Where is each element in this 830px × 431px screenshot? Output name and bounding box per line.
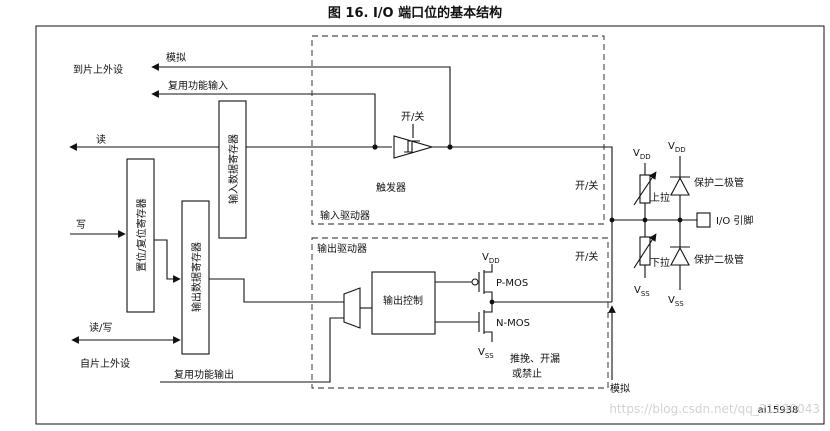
input-driver-label: 输入驱动器	[320, 209, 370, 222]
pulldown-label: 下拉	[650, 256, 670, 269]
pulldown-resistor-icon	[633, 233, 657, 269]
pullup-switch-label: 开/关	[575, 179, 598, 192]
nmos-label: N-MOS	[496, 318, 530, 329]
analog-bottom-label: 模拟	[610, 382, 630, 395]
vdd-diode-label: VDD	[668, 141, 686, 154]
output-node-dot	[489, 299, 495, 305]
alt-input-line	[151, 90, 376, 147]
pulldown-switch-label: 开/关	[575, 250, 598, 263]
push-pull-label: 推挽、开漏	[510, 352, 560, 365]
output-data-register-label: 输出数据寄存器	[190, 242, 203, 312]
analog-input-line	[151, 63, 451, 147]
analog-top-label: 模拟	[166, 51, 186, 64]
alt-output-line	[160, 317, 344, 383]
input-data-register-label: 输入数据寄存器	[227, 134, 240, 204]
diagram-title: 图 16. I/O 端口位的基本结构	[328, 5, 502, 21]
protection-diode-bottom-icon	[670, 246, 690, 266]
input-driver-region	[311, 35, 605, 225]
odr-to-mux-line	[209, 278, 344, 303]
bit-set-reset-register	[126, 158, 155, 313]
reference-code: ai15938	[758, 405, 799, 416]
pmos-transistor-icon	[435, 264, 493, 302]
junction-dot	[447, 144, 453, 150]
schmitt-trigger-icon	[393, 124, 434, 159]
trigger-label: 触发器	[376, 181, 406, 194]
schmitt-switch-label: 开/关	[401, 110, 424, 123]
write-label: 写	[76, 219, 86, 231]
alt-input-label: 复用功能输入	[168, 79, 228, 92]
vss-nmos-label: VSS	[478, 347, 494, 360]
input-signal-line	[246, 146, 613, 302]
read-label: 读	[96, 133, 106, 146]
pmos-label: P-MOS	[496, 278, 528, 289]
io-pin-label: I/O 引脚	[716, 214, 753, 227]
input-data-register	[218, 100, 247, 239]
alt-output-label: 复用功能输出	[174, 368, 234, 381]
from-onchip-peripheral-label: 自片上外设	[80, 357, 130, 370]
junction-dot	[372, 144, 378, 150]
outer-frame	[35, 25, 825, 425]
bit-set-reset-register-label: 置位/复位寄存器	[135, 198, 148, 271]
nmos-transistor-icon	[435, 302, 493, 342]
pullup-resistor-icon	[633, 171, 657, 206]
output-control-block	[371, 271, 436, 335]
vdd-pmos-label: VDD	[482, 252, 500, 265]
vss-diode-label: VSS	[668, 295, 684, 308]
output-data-register	[181, 200, 210, 355]
protect-diode-bottom-label: 保护二极管	[694, 253, 744, 266]
output-control-label: 输出控制	[383, 294, 423, 307]
bsrr-to-odr-line	[154, 239, 181, 283]
watermark: https://blog.csdn.net/qq_21190043	[609, 402, 820, 416]
pin-junction-dot	[609, 217, 615, 223]
output-mux	[343, 287, 361, 329]
or-disabled-label: 或禁止	[512, 368, 542, 380]
output-driver-label: 输出驱动器	[317, 242, 367, 255]
protect-diode-top-label: 保护二极管	[694, 176, 744, 189]
pullup-label: 上拉	[650, 191, 670, 204]
io-pin-box	[696, 212, 711, 228]
vss-pulldown-label: VSS	[634, 285, 650, 298]
vdd-pullup-label: VDD	[633, 148, 651, 161]
protection-diode-top-icon	[670, 176, 690, 196]
output-driver-region	[311, 237, 609, 389]
read-write-label: 读/写	[89, 321, 112, 334]
to-onchip-peripheral-label: 到片上外设	[73, 63, 123, 76]
